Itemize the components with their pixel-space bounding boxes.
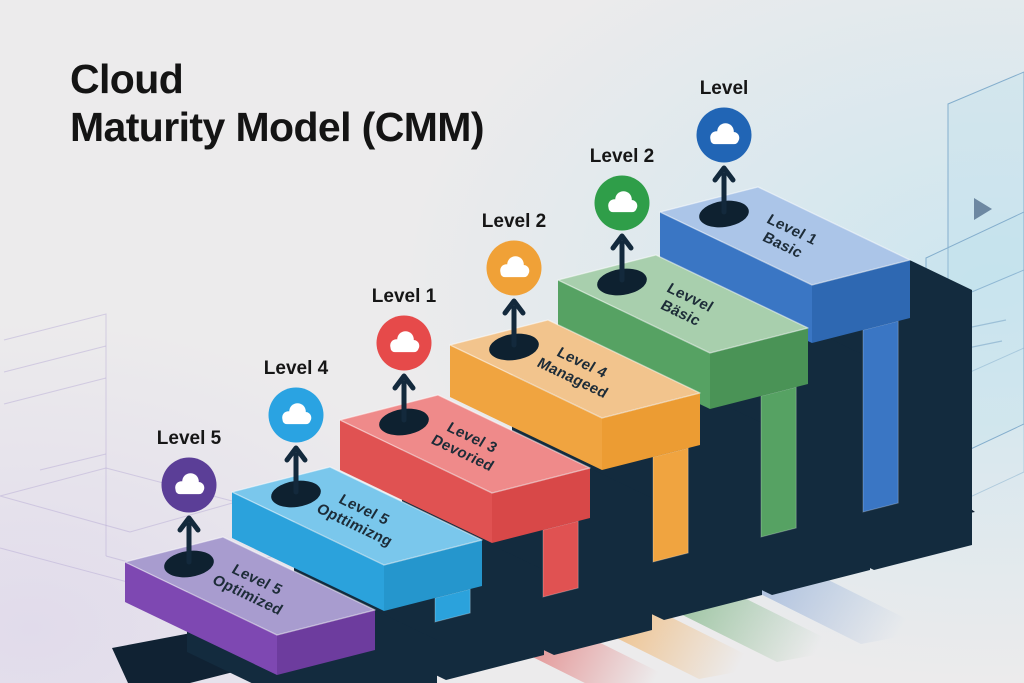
level-badge-label: Level <box>700 78 749 99</box>
cloud-icon <box>500 256 530 278</box>
arrow-up-icon <box>712 165 736 215</box>
play-icon <box>974 198 992 220</box>
arrow-up-icon <box>284 445 308 495</box>
step-front-face <box>660 212 812 343</box>
page-title: Cloud Maturity Model (CMM) <box>70 56 485 151</box>
maturity-step-4: Level 2 Level 4 Manageed <box>449 211 701 563</box>
cloud-icon <box>608 191 638 213</box>
cloud-icon <box>390 331 420 353</box>
maturity-step-2: Level 4 Level 5 Opttimizng <box>231 358 483 623</box>
cloud-icon <box>710 123 740 145</box>
level-badge-label: Level 5 <box>157 428 222 449</box>
cloud-icon <box>282 403 312 425</box>
step-front-face <box>125 562 277 675</box>
maturity-step-3: Level 1 Level 3 Devoried <box>339 286 591 598</box>
arrow-up-icon <box>610 233 634 283</box>
title-line-1: Cloud <box>70 56 184 102</box>
cloud-icon <box>175 473 205 495</box>
maturity-step-5: Level 2 Levvel Bäsic <box>557 146 809 538</box>
step-side-face <box>812 260 910 343</box>
step-front-face <box>232 492 384 611</box>
title-line-2: Maturity Model (CMM) <box>70 103 485 150</box>
level-badge-label: Level 4 <box>264 358 329 379</box>
step-leg <box>542 520 579 598</box>
step-front-face <box>450 345 602 470</box>
level-badge-label: Level 2 <box>590 146 654 167</box>
step-front-face <box>340 420 492 543</box>
arrow-up-icon <box>502 298 526 348</box>
arrow-up-icon <box>392 373 416 423</box>
step-leg <box>760 386 797 538</box>
step-leg <box>862 320 899 513</box>
level-badge-label: Level 2 <box>482 211 546 232</box>
arrow-up-icon <box>177 515 201 565</box>
step-side-face <box>710 328 808 409</box>
step-front-face <box>558 280 710 409</box>
maturity-step-6: Level Level 1 Basic <box>659 78 911 513</box>
step-side-face <box>277 610 375 675</box>
maturity-staircase: Level Level 1 Basic Level 2 Levvel Bäsic <box>124 78 972 683</box>
step-side-face <box>384 540 482 611</box>
maturity-step-1: Level 5 Level 5 Optimized <box>124 428 376 675</box>
step-leg <box>652 447 689 563</box>
level-badge-label: Level 1 <box>372 286 437 307</box>
